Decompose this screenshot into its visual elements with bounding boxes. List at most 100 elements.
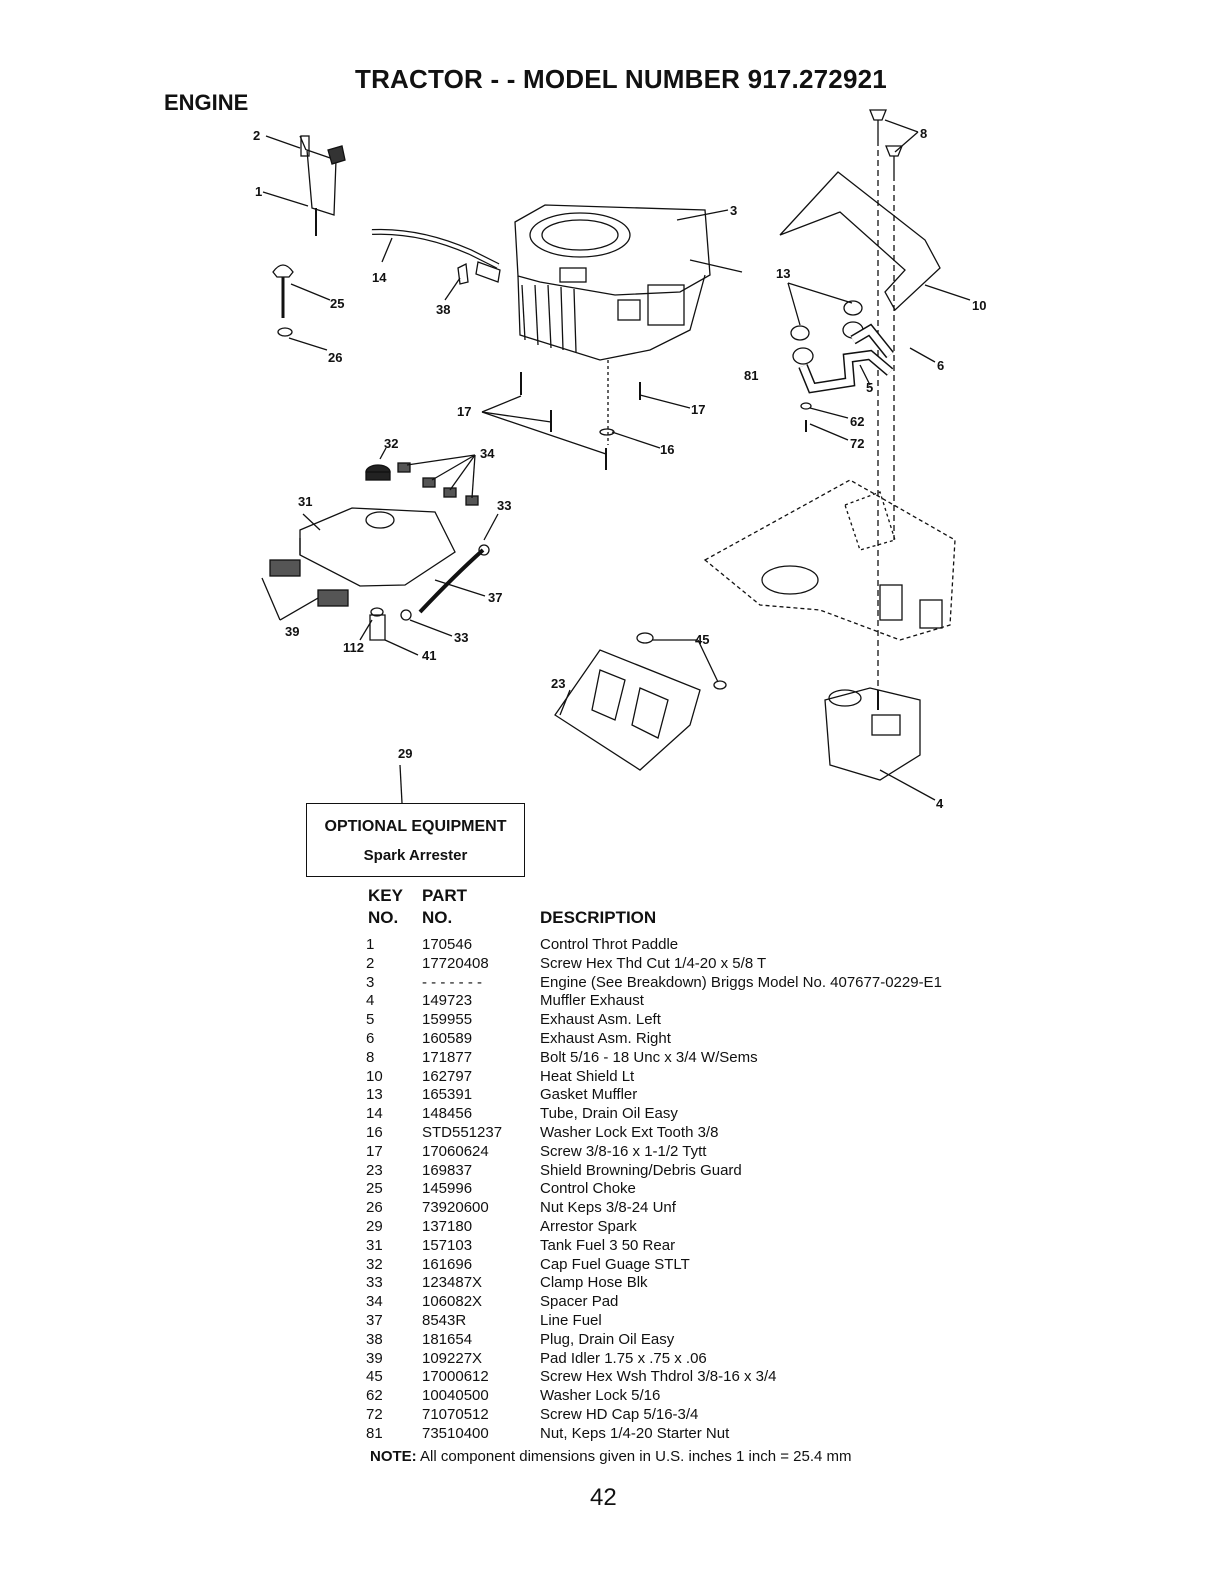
part-no-cell: 17720408	[422, 954, 489, 972]
exploded-parts-diagram: 2 1 25 26 14 38 3 8 13 10 6 5 81 17 17 1…	[253, 109, 986, 811]
description-cell: Washer Lock 5/16	[540, 1387, 661, 1405]
callout-label: 25	[330, 296, 344, 311]
callout-label: 112	[343, 640, 364, 655]
key-no-cell: 38	[366, 1330, 383, 1348]
callout-label: 17	[457, 404, 471, 419]
part-no-cell: 17000612	[422, 1368, 489, 1386]
key-no-cell: 34	[366, 1293, 383, 1311]
callout-label: 33	[454, 630, 468, 645]
drain-tube-drawing	[371, 228, 500, 269]
description-cell: Bolt 5/16 - 18 Unc x 3/4 W/Sems	[540, 1048, 758, 1066]
callout-label: 5	[866, 380, 873, 395]
table-row: 39 109227X Pad Idler 1.75 x .75 x .06	[366, 1350, 942, 1369]
callout-label: 14	[372, 270, 387, 285]
part-no-cell: 109227X	[422, 1349, 483, 1367]
note-label: NOTE:	[370, 1448, 417, 1465]
description-cell: Nut, Keps 1/4-20 Starter Nut	[540, 1424, 730, 1442]
description-cell: Clamp Hose Blk	[540, 1274, 648, 1292]
callout-label: 16	[660, 442, 674, 457]
fuel-tank-drawing	[299, 464, 456, 587]
key-no-cell: 31	[366, 1236, 383, 1254]
key-no-cell: 62	[366, 1387, 383, 1405]
description-cell: Cap Fuel Guage STLT	[540, 1255, 690, 1273]
engine-drawing	[514, 204, 711, 361]
key-no-cell: 16	[366, 1123, 383, 1141]
table-row: 2 17720408 Screw Hex Thd Cut 1/4-20 x 5/8 …	[366, 955, 942, 974]
description-cell: Screw Hex Wsh Thdrol 3/8-16 x 3/4	[540, 1368, 777, 1386]
callout-label: 1	[255, 184, 262, 199]
key-no-header-line1: KEY	[368, 886, 403, 905]
key-no-cell: 2	[366, 954, 375, 972]
table-row: 16 STD551237 Washer Lock Ext Tooth 3/8	[366, 1124, 942, 1143]
callout-label: 8	[920, 126, 927, 141]
callout-label: 34	[480, 446, 495, 461]
description-cell: Shield Browning/Debris Guard	[540, 1161, 742, 1179]
description-cell: Exhaust Asm. Right	[540, 1029, 671, 1047]
callout-label: 38	[436, 302, 450, 317]
part-no-cell: STD551237	[422, 1123, 503, 1141]
key-no-cell: 45	[366, 1368, 383, 1386]
part-no-cell: 170546	[422, 936, 473, 953]
description-cell: Gasket Muffler	[540, 1086, 638, 1104]
callout-label: 23	[551, 676, 565, 691]
note-text: All component dimensions given in U.S. i…	[420, 1448, 852, 1465]
callout-label: 29	[398, 746, 412, 761]
callout-label: 37	[488, 590, 502, 605]
choke-control-drawing	[272, 264, 294, 337]
key-no-cell: 26	[366, 1199, 383, 1217]
part-no-cell: 162797	[422, 1067, 473, 1085]
part-no-cell: 137180	[422, 1217, 473, 1235]
part-no-cell: 148456	[422, 1105, 473, 1123]
optional-equipment-box: OPTIONAL EQUIPMENT Spark Arrester	[306, 803, 525, 877]
part-no-cell: 165391	[422, 1086, 473, 1104]
callout-label: 10	[972, 298, 986, 313]
part-no-header-line2: NO.	[422, 908, 453, 927]
part-no-cell: 149723	[422, 992, 473, 1010]
description-cell: Nut Keps 3/8-24 Unf	[540, 1199, 676, 1217]
part-no-cell: 169837	[422, 1161, 473, 1179]
callout-label: 13	[776, 266, 790, 281]
key-no-cell: 39	[366, 1349, 383, 1367]
part-no-cell: 157103	[422, 1236, 473, 1254]
description-cell: Engine (See Breakdown) Briggs Model No. …	[540, 973, 942, 991]
part-no-cell: 145996	[422, 1180, 473, 1198]
page-number: 42	[590, 1484, 617, 1511]
description-cell: Washer Lock Ext Tooth 3/8	[540, 1123, 719, 1141]
key-no-cell: 10	[366, 1067, 383, 1085]
part-no-cell: 123487X	[422, 1274, 483, 1292]
key-no-cell: 3	[366, 973, 375, 991]
description-cell: Screw Hex Thd Cut 1/4-20 x 5/8 T	[540, 954, 767, 972]
key-no-cell: 72	[366, 1405, 383, 1423]
throttle-control-drawing	[299, 135, 346, 236]
callout-label: 33	[497, 498, 511, 513]
key-no-header-line2: NO.	[368, 908, 399, 927]
key-no-cell: 32	[366, 1255, 383, 1273]
description-cell: Control Choke	[540, 1180, 636, 1198]
description-cell: Arrestor Spark	[540, 1217, 637, 1235]
description-cell: Pad Idler 1.75 x .75 x .06	[540, 1349, 707, 1367]
key-no-cell: 4	[366, 992, 375, 1010]
part-no-cell: 73510400	[422, 1424, 489, 1442]
debris-guard-drawing	[554, 649, 701, 771]
heat-shield-drawing	[779, 171, 941, 312]
part-no-cell: 161696	[422, 1255, 473, 1273]
page-title: TRACTOR - - MODEL NUMBER 917.272921	[355, 64, 887, 94]
muffler-drawing	[824, 687, 921, 781]
table-row: 3- - - - - - -Engine (See Breakdown) Bri…	[366, 974, 942, 993]
description-cell: Control Throt Paddle	[540, 936, 679, 953]
description-cell: Spacer Pad	[540, 1293, 619, 1311]
part-no-cell: 160589	[422, 1029, 473, 1047]
